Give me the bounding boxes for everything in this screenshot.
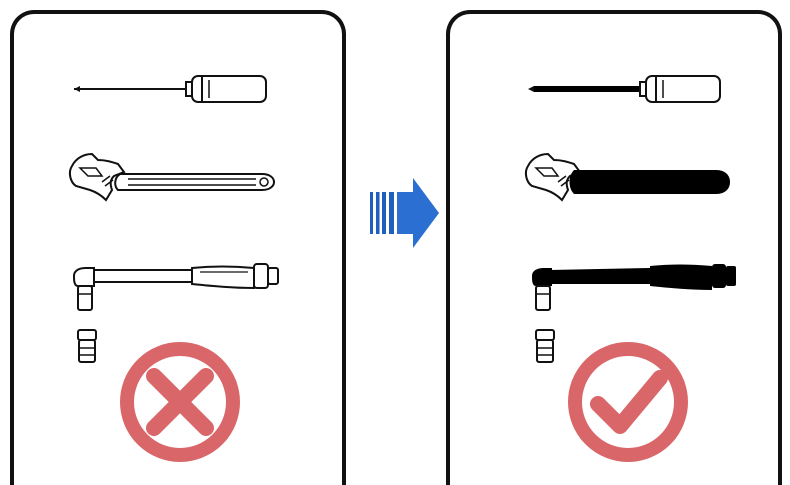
right-arrow-icon <box>370 178 439 248</box>
torque-wrench-icon <box>532 264 736 311</box>
cross-icon <box>120 342 240 462</box>
adjustable-wrench-icon <box>524 152 730 202</box>
torque-wrench-icon <box>72 263 279 311</box>
adjustable-wrench-icon <box>68 152 276 202</box>
check-icon <box>568 342 688 462</box>
after-panel <box>446 10 782 485</box>
socket-icon <box>535 329 555 363</box>
screwdriver-icon <box>528 75 721 103</box>
screwdriver-icon <box>74 75 267 103</box>
before-panel <box>10 10 346 485</box>
socket-icon <box>77 329 97 363</box>
